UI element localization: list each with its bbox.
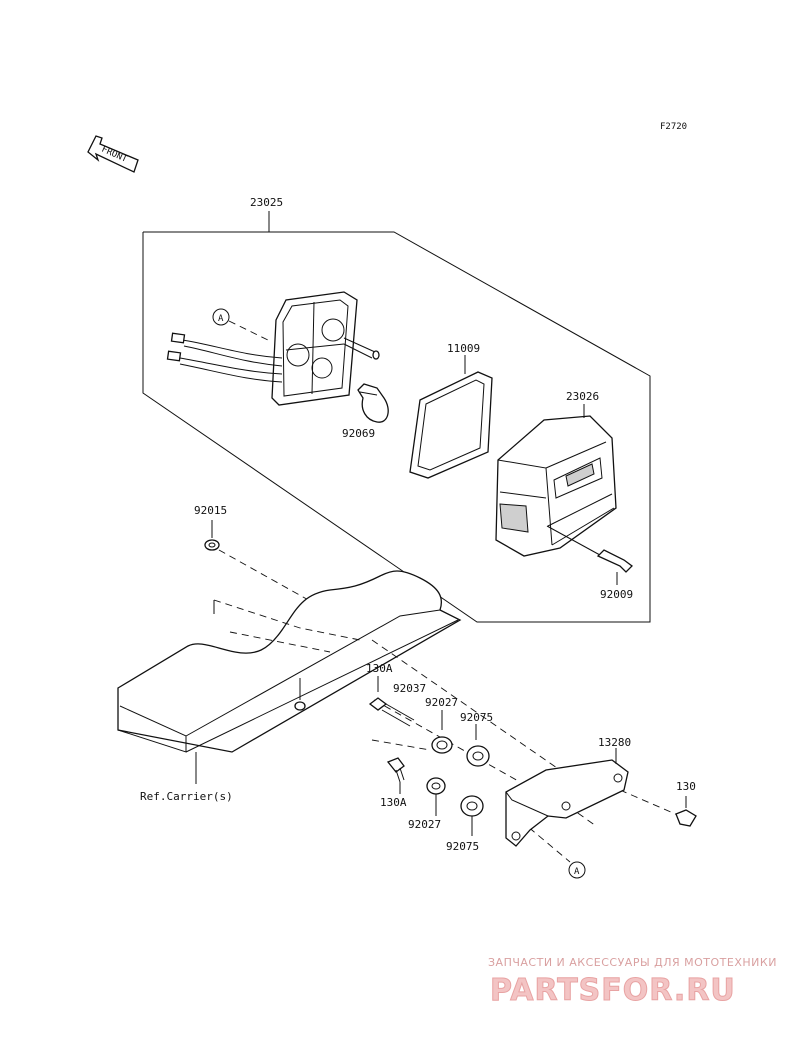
diagram-code: F2720 [660, 122, 687, 132]
part-label-92075-bottom: 92075 [446, 840, 479, 853]
tail-light-lens [495, 404, 617, 557]
part-label-130: 130 [676, 780, 696, 793]
watermark: ЗАПЧАСТИ И АКСЕССУАРЫ ДЛЯ МОТОТЕХНИКИ PA… [488, 956, 777, 1009]
tail-light-assembly-frame [142, 211, 651, 623]
front-arrow-icon: FRONT [87, 135, 139, 173]
lens-screw [546, 525, 633, 585]
lamp-socket [271, 291, 380, 406]
carrier-reference [117, 570, 462, 784]
part-label-92027-top: 92027 [425, 696, 458, 709]
part-label-130a-top: 130A [366, 662, 393, 675]
part-label-130a-bottom: 130A [380, 796, 407, 809]
watermark-tagline: ЗАПЧАСТИ И АКСЕССУАРЫ ДЛЯ МОТОТЕХНИКИ [488, 956, 777, 969]
part-label-92015: 92015 [194, 504, 227, 517]
grommet-92075-top [466, 724, 490, 767]
bulb [357, 383, 389, 423]
part-label-92075-top: 92075 [460, 711, 493, 724]
part-label-92069: 92069 [342, 427, 375, 440]
svg-text:A: A [218, 314, 224, 324]
wire-harness [166, 332, 283, 383]
part-label-92037: 92037 [393, 682, 426, 695]
bolt-130 [675, 796, 697, 827]
watermark-brand: PARTSFOR.RU [490, 973, 736, 1008]
nut-92015 [204, 520, 381, 641]
lens-gasket [409, 355, 493, 479]
ref-carrier-label: Ref.Carrier(s) [140, 790, 233, 803]
callout-a-top: A [212, 308, 273, 343]
part-label-92009: 92009 [600, 588, 633, 601]
callout-a-bottom: A [568, 861, 586, 879]
part-label-92027-bottom: 92027 [408, 818, 441, 831]
license-bracket [505, 748, 629, 847]
part-label-23026: 23026 [566, 390, 599, 403]
collar-92027-bottom [426, 777, 446, 816]
part-label-23025: 23025 [250, 196, 283, 209]
part-label-13280: 13280 [598, 736, 631, 749]
bolt-130a-top [368, 676, 415, 727]
grommet-92075-bottom [460, 795, 484, 836]
part-label-11009: 11009 [447, 342, 480, 355]
bolt-130a-bottom [386, 757, 405, 794]
svg-text:A: A [574, 867, 580, 877]
collar-92027-top [431, 710, 453, 754]
